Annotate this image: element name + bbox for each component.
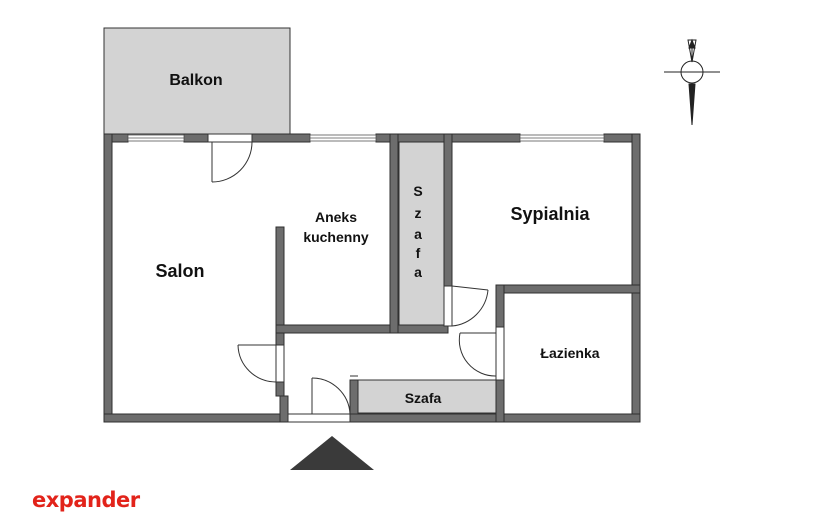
wardrobe-vertical-letter: a — [414, 226, 422, 242]
bedroom-label: Sypialnia — [510, 204, 590, 224]
entrance-triangle-icon — [290, 436, 374, 470]
balcony-area — [103, 27, 291, 135]
north-arrow-icon — [664, 38, 720, 126]
wardrobe-horizontal-area — [355, 379, 498, 414]
wardrobe-vertical-letter: S — [413, 183, 422, 199]
wardrobe-vertical-letter: z — [415, 205, 422, 221]
windows — [127, 134, 605, 142]
wardrobe-vertical-area — [398, 141, 446, 327]
wardrobe-vertical-letter: f — [416, 245, 421, 261]
kitchenette-label-line2: kuchenny — [303, 229, 369, 245]
expander-logo: expander — [32, 490, 140, 511]
balcony-label: Balkon — [169, 72, 222, 89]
wardrobe-horizontal-label: Szafa — [405, 390, 442, 406]
doors — [207, 133, 505, 423]
wardrobe-vertical-letter: a — [414, 264, 422, 280]
logo-suffix: xpander — [45, 488, 140, 512]
kitchenette-label-line1: Aneks — [315, 209, 357, 225]
wardrobe-vertical-label: S z a f a — [413, 183, 422, 280]
living-room-label: Salon — [155, 261, 204, 281]
bathroom-label: Łazienka — [540, 345, 599, 361]
logo-prefix: e — [32, 488, 46, 512]
